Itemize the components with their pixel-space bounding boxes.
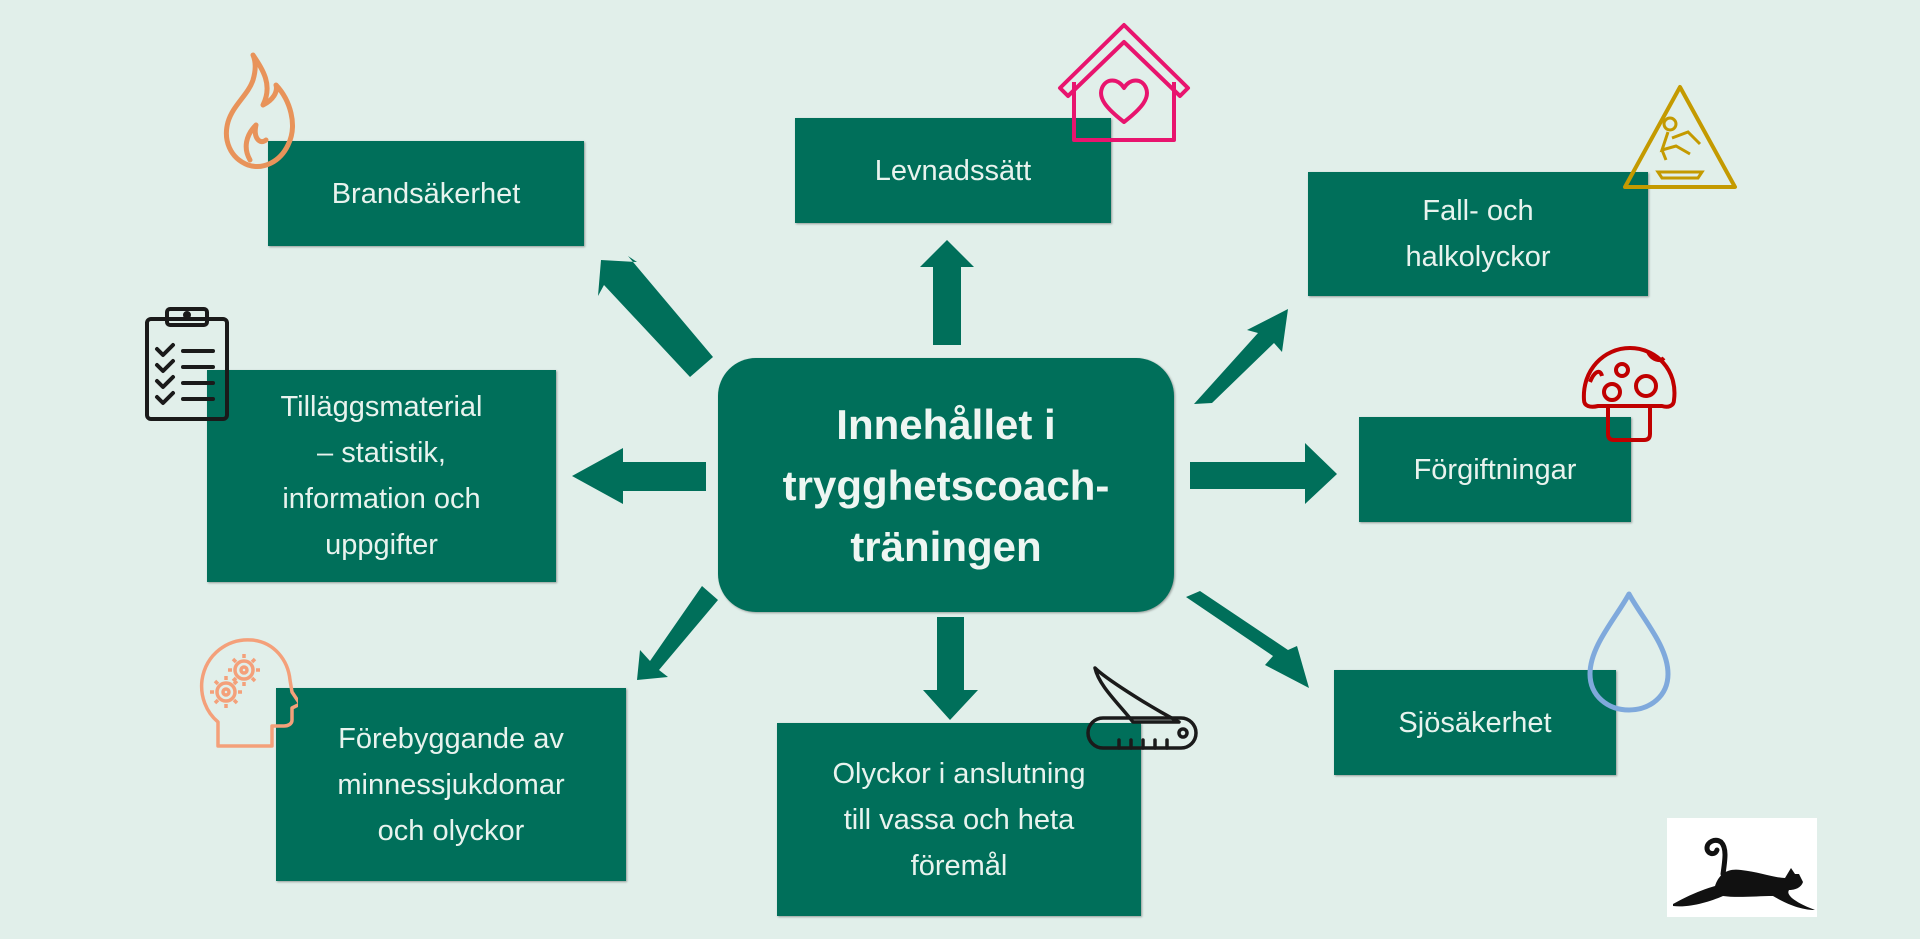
mushroom-icon: [1581, 346, 1677, 442]
topic-forgiftningar: Förgiftningar: [1359, 417, 1631, 522]
slippery-floor-warning-icon: [1623, 85, 1737, 189]
topic-label: Förebyggande av minnessjukdomar och olyc…: [337, 722, 565, 847]
topic-label: Levnadssätt: [874, 154, 1032, 187]
center-title-box: Innehållet i trygghetscoach- träningen: [718, 358, 1174, 612]
arrow-down: [923, 617, 978, 720]
topic-label: Brandsäkerhet: [331, 177, 521, 210]
pocket-knife-icon: [1086, 666, 1198, 750]
arrow-right: [1190, 443, 1337, 504]
topic-label: Tilläggsmaterial – statistik, informatio…: [280, 391, 483, 561]
arrow-down-left: [637, 586, 718, 680]
head-gears-icon: [199, 638, 298, 748]
center-title: Innehållet i trygghetscoach- träningen: [782, 400, 1110, 570]
topic-label: Fall- och halkolyckor: [1405, 195, 1551, 273]
topic-sjosakerhet: Sjösäkerhet: [1334, 670, 1616, 775]
topic-olyckor-vassa-heta: Olyckor i anslutning till vassa och heta…: [777, 723, 1141, 916]
arrow-left: [572, 448, 706, 504]
topic-fall-halkolyckor: Fall- och halkolyckor: [1308, 172, 1648, 296]
arrow-up-right: [1194, 309, 1288, 404]
topic-label: Förgiftningar: [1413, 453, 1577, 486]
clipboard-checklist-icon: [145, 307, 229, 421]
topic-label: Sjösäkerhet: [1398, 706, 1552, 739]
topic-levnadssatt: Levnadssätt: [795, 118, 1111, 223]
topic-tillaggsmaterial: Tilläggsmaterial – statistik, informatio…: [207, 370, 556, 582]
topic-brandsakerhet: Brandsäkerhet: [268, 141, 584, 246]
cat-logo: [1667, 818, 1817, 917]
arrow-down-right: [1186, 591, 1309, 688]
topic-label: Olyckor i anslutning till vassa och heta…: [832, 757, 1086, 882]
topic-forebyggande: Förebyggande av minnessjukdomar och olyc…: [276, 688, 626, 881]
water-drop-icon: [1587, 591, 1671, 713]
flame-icon: [223, 52, 295, 169]
arrow-up: [920, 240, 974, 345]
arrow-up-left: [598, 256, 713, 377]
cat-logo-icon: [1673, 837, 1815, 910]
house-heart-icon: [1058, 23, 1190, 142]
